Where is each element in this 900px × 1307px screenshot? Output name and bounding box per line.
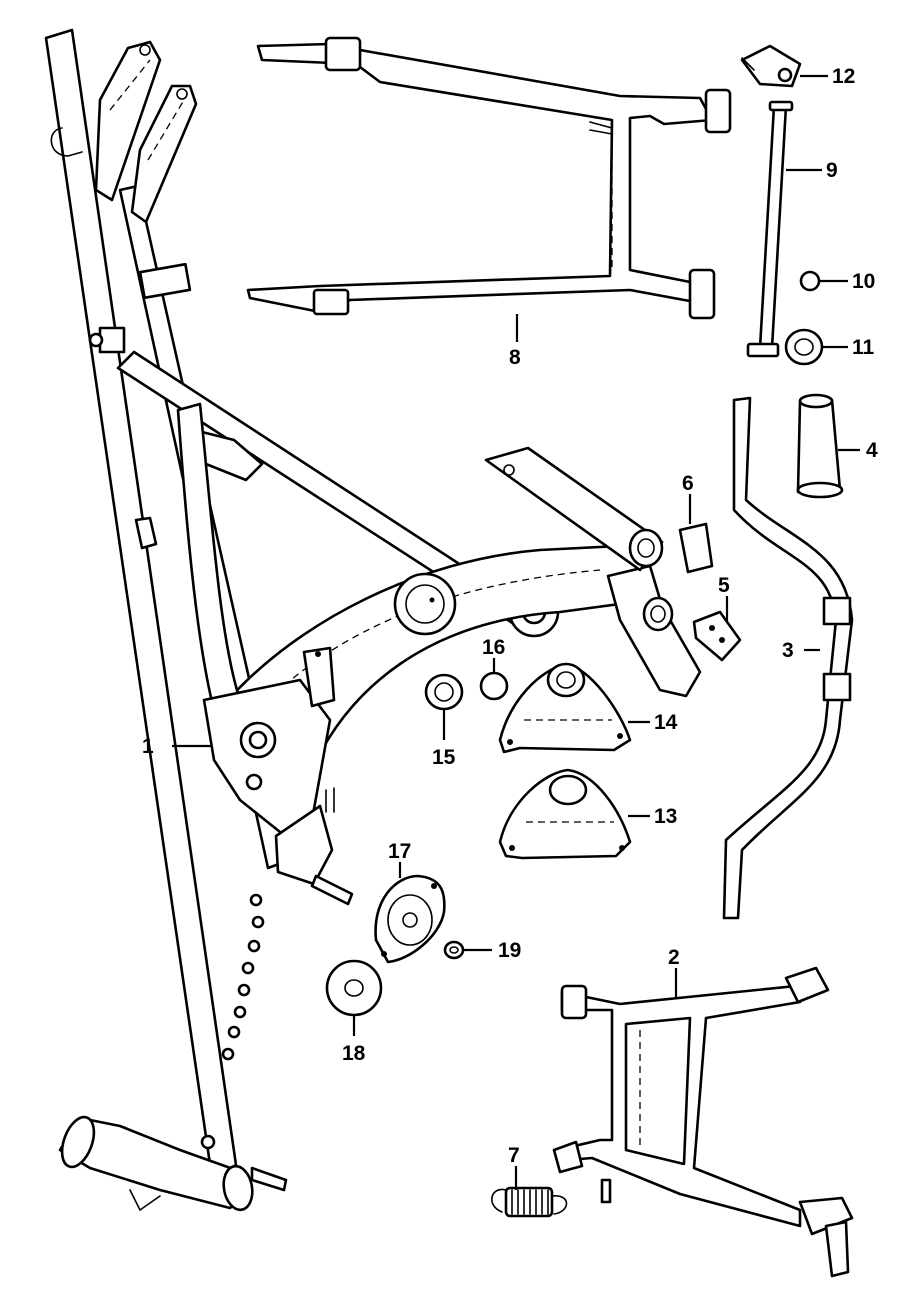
part-9-axle bbox=[746, 100, 794, 358]
callout-12: 12 bbox=[832, 65, 855, 88]
callout-18: 18 bbox=[342, 1042, 366, 1065]
callout-7: 7 bbox=[508, 1144, 520, 1167]
part-2-center-stand bbox=[552, 966, 854, 1278]
callout-14: 14 bbox=[654, 711, 678, 734]
part-11-bushing bbox=[784, 328, 824, 366]
callout-2: 2 bbox=[668, 946, 680, 969]
part-3-handlebar bbox=[722, 396, 854, 920]
part-1-frame bbox=[44, 28, 702, 1212]
part-8-swing-arm bbox=[246, 36, 732, 320]
leader-lines bbox=[172, 74, 860, 1190]
part-6-spacer bbox=[678, 522, 714, 574]
callout-11: 11 bbox=[852, 336, 875, 359]
part-16-disc bbox=[479, 671, 509, 701]
callout-13: 13 bbox=[654, 805, 677, 828]
part-4-grip bbox=[796, 393, 844, 499]
part-7-spring bbox=[491, 1186, 568, 1218]
callout-4: 4 bbox=[866, 439, 878, 462]
part-15-bushing bbox=[424, 673, 464, 711]
part-14-plate bbox=[498, 662, 632, 754]
part-17-mount-pad bbox=[374, 874, 446, 964]
part-12-clip bbox=[740, 44, 802, 88]
callout-1: 1 bbox=[142, 735, 154, 758]
callout-19: 19 bbox=[498, 939, 521, 962]
callout-3: 3 bbox=[782, 639, 794, 662]
part-18-rubber-disc bbox=[325, 959, 383, 1017]
callout-5: 5 bbox=[718, 574, 730, 597]
callout-17: 17 bbox=[388, 840, 411, 863]
callout-9: 9 bbox=[826, 159, 838, 182]
callout-8: 8 bbox=[509, 346, 521, 369]
callout-6: 6 bbox=[682, 472, 694, 495]
callout-15: 15 bbox=[432, 746, 456, 769]
part-19-washer bbox=[443, 940, 465, 960]
part-10-o-ring bbox=[799, 270, 821, 292]
part-13-plate bbox=[498, 768, 632, 860]
callout-16: 16 bbox=[482, 636, 505, 659]
support-arm bbox=[484, 446, 674, 632]
callout-labels: 1 2 3 4 5 6 7 8 9 10 11 12 13 14 15 16 1… bbox=[142, 65, 878, 1167]
part-5-mount bbox=[692, 610, 742, 662]
callout-10: 10 bbox=[852, 270, 875, 293]
